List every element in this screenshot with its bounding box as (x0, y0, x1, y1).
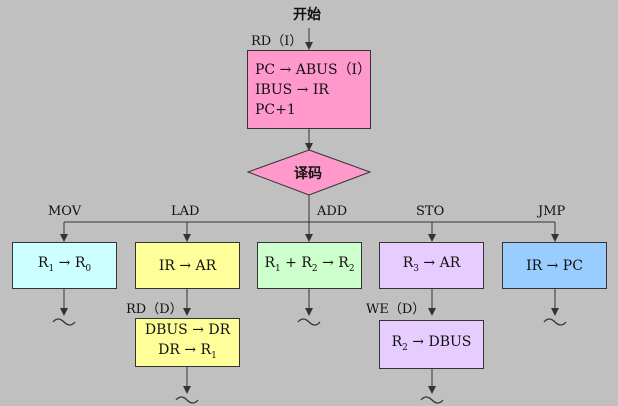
fetch-line-2: IBUS → IR (255, 81, 329, 98)
lad-step2-box: DBUS → DR DR → R1 (135, 318, 240, 367)
fetch-signal-label: RD（I） (251, 34, 303, 49)
decode-diamond (246, 149, 372, 196)
mov-box: R1 → R0 (12, 242, 117, 289)
jmp-op: IR → PC (526, 257, 583, 274)
lad-op: IR → AR (158, 257, 217, 274)
jmp-end-squiggle (543, 318, 567, 326)
sto-op: R3 → AR (402, 254, 461, 274)
mov-end-squiggle (52, 318, 76, 326)
branch-label-jmp: JMP (538, 204, 566, 219)
fetch-line-3: PC+1 (255, 101, 296, 118)
jmp-box: IR → PC (502, 242, 607, 289)
mov-op: R1 → R0 (37, 254, 92, 274)
sto-step2-box: R2 → DBUS (379, 320, 484, 369)
sto-end-squiggle (420, 396, 444, 404)
lad-signal-label: RD（D） (126, 302, 183, 317)
fetch-box: PC → ABUS（I） IBUS → IR PC+1 (247, 50, 371, 129)
add-op: R1 + R2 → R2 (264, 254, 355, 274)
sto-op2: R2 → DBUS (391, 333, 472, 353)
lad-op2-line2: DR → R1 (158, 341, 217, 361)
sto-box: R3 → AR (379, 242, 484, 289)
sto-signal-label: WE（D） (366, 302, 426, 317)
lad-op2-line1: DBUS → DR (144, 321, 231, 338)
branch-label-sto: STO (416, 204, 445, 219)
add-end-squiggle (297, 318, 321, 326)
fetch-line-1: PC → ABUS（I） (255, 61, 372, 78)
branch-label-add: ADD (317, 204, 348, 219)
start-label: 开始 (293, 7, 321, 23)
branch-label-mov: MOV (48, 204, 82, 219)
lad-end-squiggle (175, 396, 199, 404)
add-box: R1 + R2 → R2 (257, 242, 362, 289)
decode-label: 译码 (294, 166, 322, 182)
lad-box: IR → AR (135, 242, 240, 289)
branch-label-lad: LAD (171, 204, 200, 219)
